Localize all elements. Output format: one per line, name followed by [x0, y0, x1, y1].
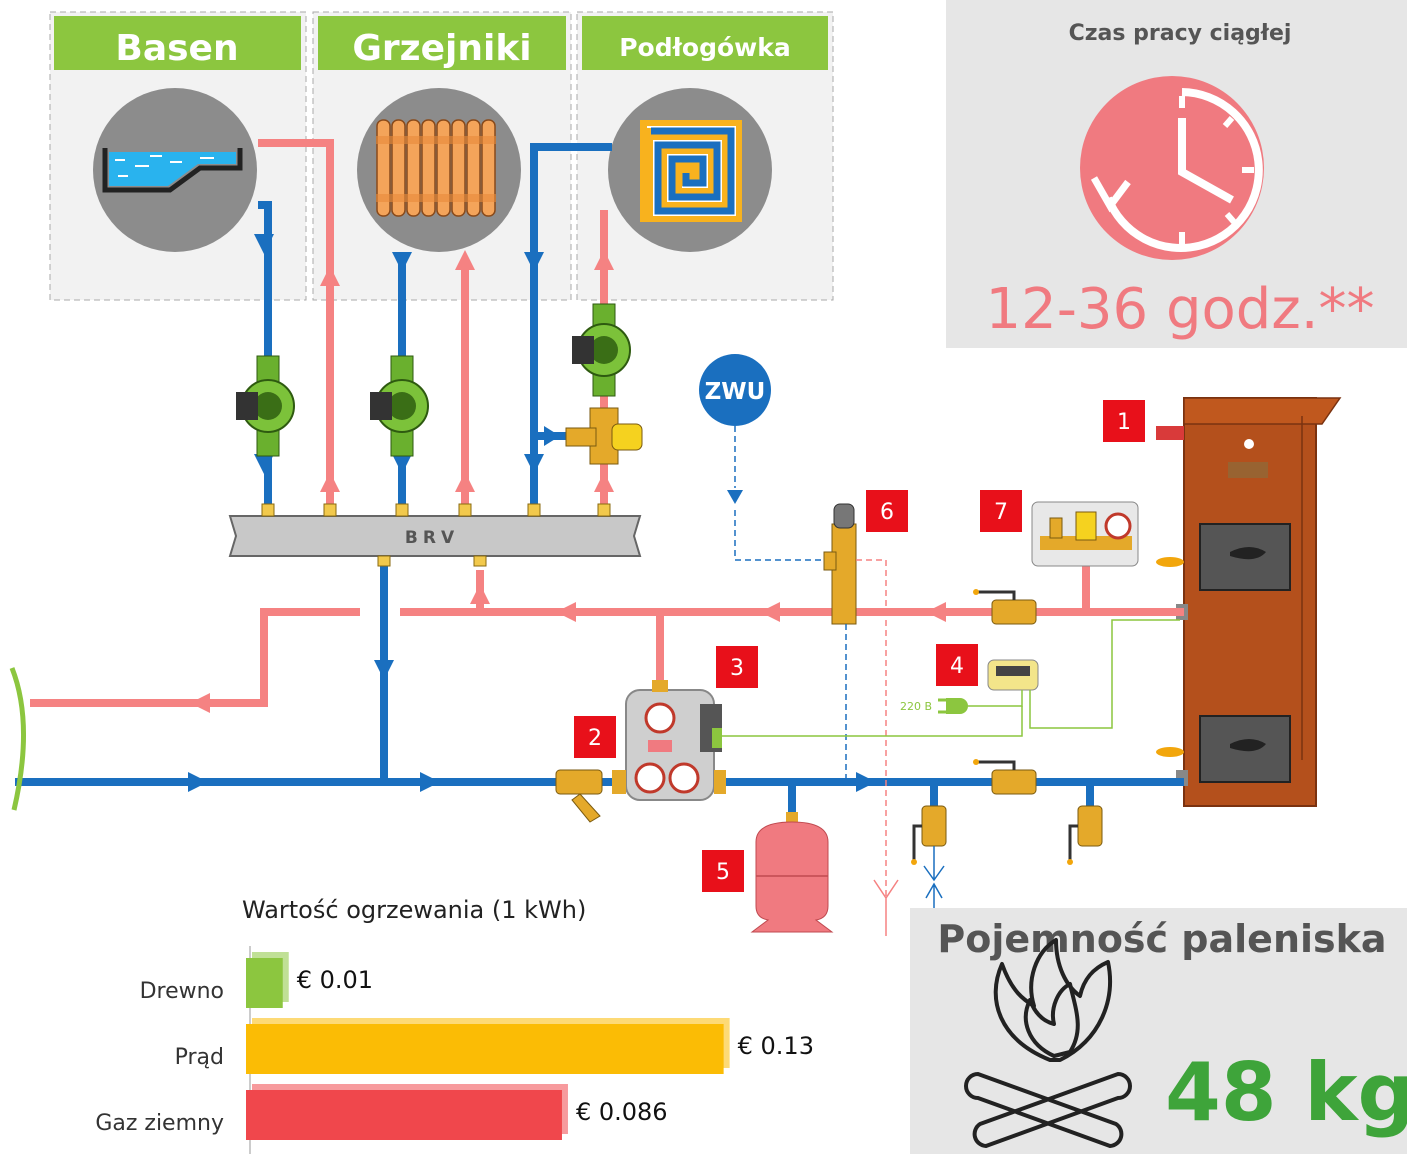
- plug-icon: [938, 698, 968, 714]
- category-label-pr-d: Prąd: [175, 1045, 224, 1070]
- pool-icon: [93, 88, 257, 252]
- drain-valve-icon: [911, 805, 947, 936]
- firebox-panel: Pojemność paleniska 48 kg: [910, 908, 1407, 1154]
- pipe-end-marker: [9, 667, 27, 811]
- ball-valve-icon: [973, 589, 1037, 625]
- category-label-gaz-ziemny: Gaz ziemny: [95, 1111, 224, 1136]
- category-label-drewno: Drewno: [140, 979, 224, 1004]
- zone-title-podlogowka: Podłogówka: [619, 33, 791, 62]
- mixing-valve-icon: [565, 407, 643, 465]
- zone-header-grzejniki: [318, 16, 566, 70]
- callouts: 1 2 3 4 5 6 7: [574, 400, 1145, 892]
- zwu-label: ZWU: [705, 379, 766, 405]
- value-label-drewno: € 0.01: [297, 966, 373, 994]
- safety-group-icon: [1031, 501, 1139, 567]
- callout-4: 4: [950, 654, 964, 679]
- thermostatic-valve-icon: [823, 503, 899, 936]
- callout-7: 7: [994, 500, 1008, 525]
- campfire-icon: [964, 938, 1132, 1148]
- bar-pr-d: [246, 1024, 724, 1074]
- floor-heating-icon: [608, 88, 772, 252]
- controller-icon: [722, 619, 1180, 737]
- firebox-value: 48 kg: [1165, 1046, 1407, 1139]
- callout-2: 2: [588, 726, 602, 751]
- ball-valve-icon: [973, 759, 1037, 795]
- clock-icon: [1080, 76, 1264, 260]
- bar-drewno: [246, 958, 283, 1008]
- work-time-value: 12-36 godz.**: [985, 277, 1374, 342]
- expansion-vessel-icon: [750, 812, 834, 933]
- callout-5: 5: [716, 860, 730, 885]
- drain-valve-icon: [1067, 805, 1103, 865]
- heating-cost-chart: Wartość ogrzewania (1 kWh) Drewno € 0.01P…: [95, 896, 814, 1154]
- value-label-gaz-ziemny: € 0.086: [576, 1098, 668, 1126]
- loading-unit-icon: [612, 680, 726, 801]
- manifold-label: BRV: [405, 528, 459, 548]
- radiator-icon: [357, 88, 521, 252]
- pump-icon: [236, 355, 295, 457]
- pump-icon: [572, 303, 631, 397]
- chart-title: Wartość ogrzewania (1 kWh): [242, 896, 586, 924]
- zone-title-grzejniki: Grzejniki: [352, 28, 531, 69]
- value-label-pr-d: € 0.13: [738, 1032, 814, 1060]
- zwu-cold-water-inlet: ZWU: [699, 354, 840, 561]
- flow-arrows: [188, 234, 946, 792]
- callout-6: 6: [880, 500, 894, 525]
- voltage-label: 220 B: [900, 700, 932, 713]
- zone-header-podlogowka: [582, 16, 828, 70]
- hot-pipes: [30, 139, 1184, 707]
- work-time-panel: Czas pracy ciągłej 12-36 godz.**: [946, 0, 1407, 348]
- pump-icon: [370, 355, 429, 457]
- firebox-title: Pojemność paleniska: [937, 917, 1386, 961]
- manifold-brv: BRV: [228, 503, 642, 567]
- work-time-title: Czas pracy ciągłej: [1069, 21, 1292, 46]
- boiler: [1156, 397, 1342, 807]
- strainer-icon: [555, 769, 603, 823]
- zone-title-basen: Basen: [115, 28, 238, 69]
- zone-header-basen: [54, 16, 301, 70]
- callout-1: 1: [1117, 410, 1131, 435]
- bar-gaz-ziemny: [246, 1090, 562, 1140]
- callout-3: 3: [730, 656, 744, 681]
